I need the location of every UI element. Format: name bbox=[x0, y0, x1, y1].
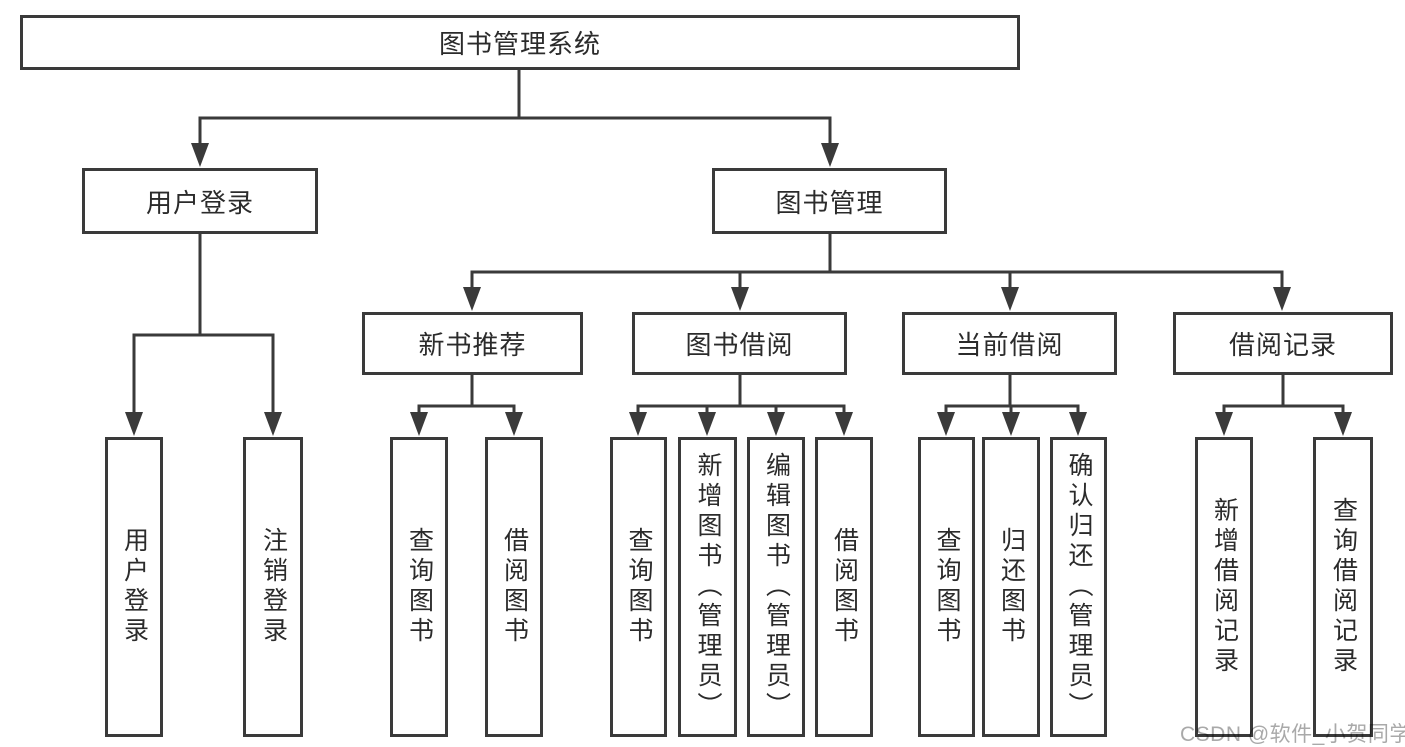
node-user-login: 用户登录 bbox=[82, 168, 318, 234]
arrowhead-icon bbox=[629, 412, 647, 436]
node-label-user-login: 用户登录 bbox=[145, 187, 254, 218]
node-book-borrowing: 图书借阅 bbox=[632, 312, 847, 375]
leaf-label-bb-lend-book: 借阅图书 bbox=[830, 527, 859, 647]
node-borrow-records: 借阅记录 bbox=[1173, 312, 1393, 375]
csdn-watermark: CSDN @软件_小贺同学 bbox=[1180, 723, 1405, 746]
leaf-label-bb-add-book-admin: 新增图书（管理员） bbox=[694, 452, 722, 722]
leaf-label-br-add-record: 新增借阅记录 bbox=[1210, 497, 1239, 677]
leaf-bb-lend-book: 借阅图书 bbox=[815, 437, 873, 737]
arrowhead-icon bbox=[505, 412, 523, 436]
leaf-bb-edit-book-admin: 编辑图书（管理员） bbox=[747, 437, 805, 737]
arrowhead-icon bbox=[410, 412, 428, 436]
leaf-br-query-record: 查询借阅记录 bbox=[1313, 437, 1373, 737]
node-label-system: 图书管理系统 bbox=[438, 29, 601, 59]
arrowhead-icon bbox=[463, 287, 481, 311]
arrowhead-icon bbox=[125, 412, 143, 436]
leaf-label-cb-return-book: 归还图书 bbox=[997, 527, 1026, 647]
leaf-label-nbr-borrow-book: 借阅图书 bbox=[500, 527, 529, 647]
leaf-cb-return-book: 归还图书 bbox=[982, 437, 1040, 737]
node-system-root: 图书管理系统 bbox=[20, 15, 1020, 70]
leaf-bb-query-book: 查询图书 bbox=[610, 437, 667, 737]
node-label-book-borrowing: 图书借阅 bbox=[685, 330, 794, 360]
arrowhead-icon bbox=[767, 412, 785, 436]
arrowhead-icon bbox=[1334, 412, 1352, 436]
leaf-cb-confirm-return-admin: 确认归还（管理员） bbox=[1050, 437, 1107, 737]
leaf-user-login: 用户登录 bbox=[105, 437, 163, 737]
node-label-current-borrowing: 当前借阅 bbox=[955, 330, 1064, 360]
leaf-br-add-record: 新增借阅记录 bbox=[1195, 437, 1253, 737]
node-book-management: 图书管理 bbox=[712, 168, 947, 234]
leaf-label-cb-query-book: 查询图书 bbox=[933, 527, 961, 647]
leaf-label-br-query-record: 查询借阅记录 bbox=[1329, 497, 1358, 677]
leaf-label-user-login: 用户登录 bbox=[120, 527, 149, 647]
leaf-cb-query-book: 查询图书 bbox=[918, 437, 975, 737]
arrowhead-icon bbox=[1069, 412, 1087, 436]
leaf-label-bb-edit-book-admin: 编辑图书（管理员） bbox=[762, 452, 791, 722]
leaf-label-cb-confirm-return-admin: 确认归还（管理员） bbox=[1065, 452, 1093, 722]
leaf-nbr-query-book: 查询图书 bbox=[390, 437, 448, 737]
leaf-nbr-borrow-book: 借阅图书 bbox=[485, 437, 543, 737]
node-new-book-recommend: 新书推荐 bbox=[362, 312, 583, 375]
leaf-label-logout: 注销登录 bbox=[259, 527, 288, 647]
arrowhead-icon bbox=[191, 143, 209, 167]
leaf-bb-add-book-admin: 新增图书（管理员） bbox=[678, 437, 737, 737]
node-current-borrowing: 当前借阅 bbox=[902, 312, 1117, 375]
node-label-borrow-records: 借阅记录 bbox=[1228, 330, 1337, 360]
leaf-label-bb-query-book: 查询图书 bbox=[625, 527, 653, 647]
arrowhead-icon bbox=[1001, 287, 1019, 311]
leaf-label-nbr-query-book: 查询图书 bbox=[405, 527, 434, 647]
arrowhead-icon bbox=[821, 143, 839, 167]
arrowhead-icon bbox=[1215, 412, 1233, 436]
node-label-book-management: 图书管理 bbox=[775, 187, 884, 218]
node-label-new-book-recommend: 新书推荐 bbox=[418, 330, 527, 360]
arrowhead-icon bbox=[1273, 287, 1291, 311]
arrowhead-icon bbox=[937, 412, 955, 436]
arrowhead-icon bbox=[698, 412, 716, 436]
arrowhead-icon bbox=[1002, 412, 1020, 436]
arrowhead-icon bbox=[731, 287, 749, 311]
arrowhead-icon bbox=[264, 412, 282, 436]
leaf-logout: 注销登录 bbox=[243, 437, 303, 737]
arrowhead-icon bbox=[835, 412, 853, 436]
